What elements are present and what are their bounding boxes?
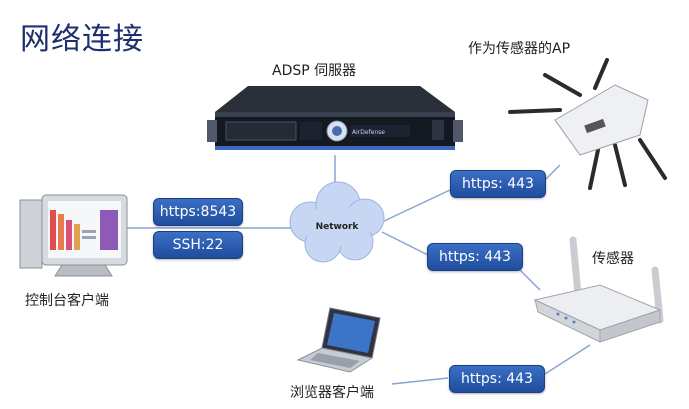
server-icon (207, 86, 463, 150)
ap-label: 作为传感器的AP (468, 41, 571, 57)
server-label: ADSP 伺服器 (272, 63, 357, 79)
line-browser-a (391, 377, 449, 385)
console-label: 控制台客户端 (25, 293, 109, 309)
monitor-icon (19, 194, 128, 277)
line-network-sensor-a (381, 231, 429, 256)
sensor-https-badge: https: 443 (427, 243, 523, 271)
sensor-label: 传感器 (592, 251, 634, 267)
line-browser-b (544, 344, 591, 375)
cloud-icon (289, 181, 385, 263)
connection-lines (125, 155, 591, 385)
line-network-sensor-b (519, 269, 541, 291)
ap-https-badge: https: 443 (450, 170, 546, 198)
sensor-icon (533, 236, 664, 343)
browser-label: 浏览器客户端 (290, 385, 374, 401)
page-title: 网络连接 (20, 22, 144, 57)
laptop-icon (296, 307, 381, 373)
browser-https-badge: https: 443 (449, 365, 545, 393)
console-https-badge: https:8543 (153, 198, 243, 226)
server-brand-text: AirDefense (352, 129, 385, 136)
line-network-ap-b (544, 164, 561, 181)
line-network-ap-a (381, 189, 451, 223)
network-label: Network (316, 222, 360, 232)
console-ssh-badge: SSH:22 (153, 231, 243, 259)
access-point-icon (508, 58, 667, 190)
